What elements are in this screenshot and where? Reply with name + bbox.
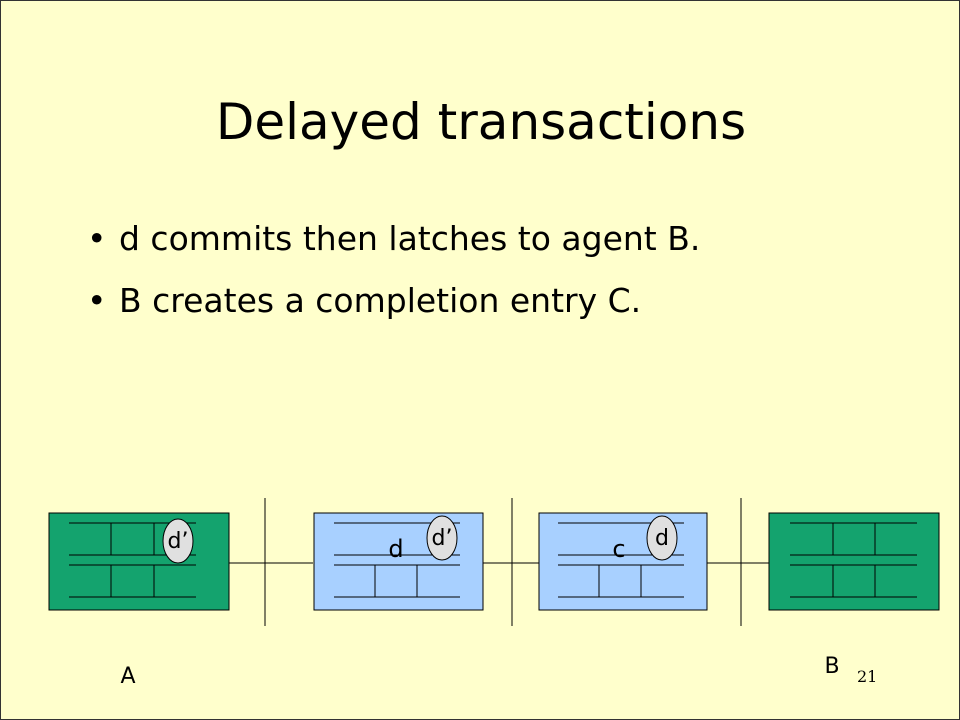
agent-label-b: B xyxy=(824,654,839,679)
page-number: 21 xyxy=(857,667,878,686)
node-box xyxy=(768,512,940,611)
node-2: d d’ xyxy=(313,512,484,611)
token-oval xyxy=(426,515,458,561)
bullet-text: B creates a completion entry C. xyxy=(119,281,642,320)
bullet-list: • d commits then latches to agent B. • B c… xyxy=(87,219,700,343)
token-label: d’ xyxy=(432,526,453,551)
node-box xyxy=(48,512,230,611)
token-oval xyxy=(646,515,678,561)
token-label: d’ xyxy=(168,529,189,554)
bullet-item: • d commits then latches to agent B. xyxy=(87,219,700,281)
node-4 xyxy=(768,512,940,611)
bullet-dot-icon: • xyxy=(87,281,107,320)
slide-title: Delayed transactions xyxy=(215,93,747,151)
node-box xyxy=(538,512,708,611)
agent-label-a: A xyxy=(120,664,135,689)
node-3: c d xyxy=(538,512,708,611)
node-1: d’ xyxy=(48,512,230,611)
bullet-item: • B creates a completion entry C. xyxy=(87,281,700,343)
cell-label: d xyxy=(388,535,403,563)
cell-label: c xyxy=(612,535,625,563)
bullet-text: d commits then latches to agent B. xyxy=(119,219,701,258)
token-oval xyxy=(162,518,194,564)
token-label: d xyxy=(655,526,669,551)
bullet-dot-icon: • xyxy=(87,219,107,258)
